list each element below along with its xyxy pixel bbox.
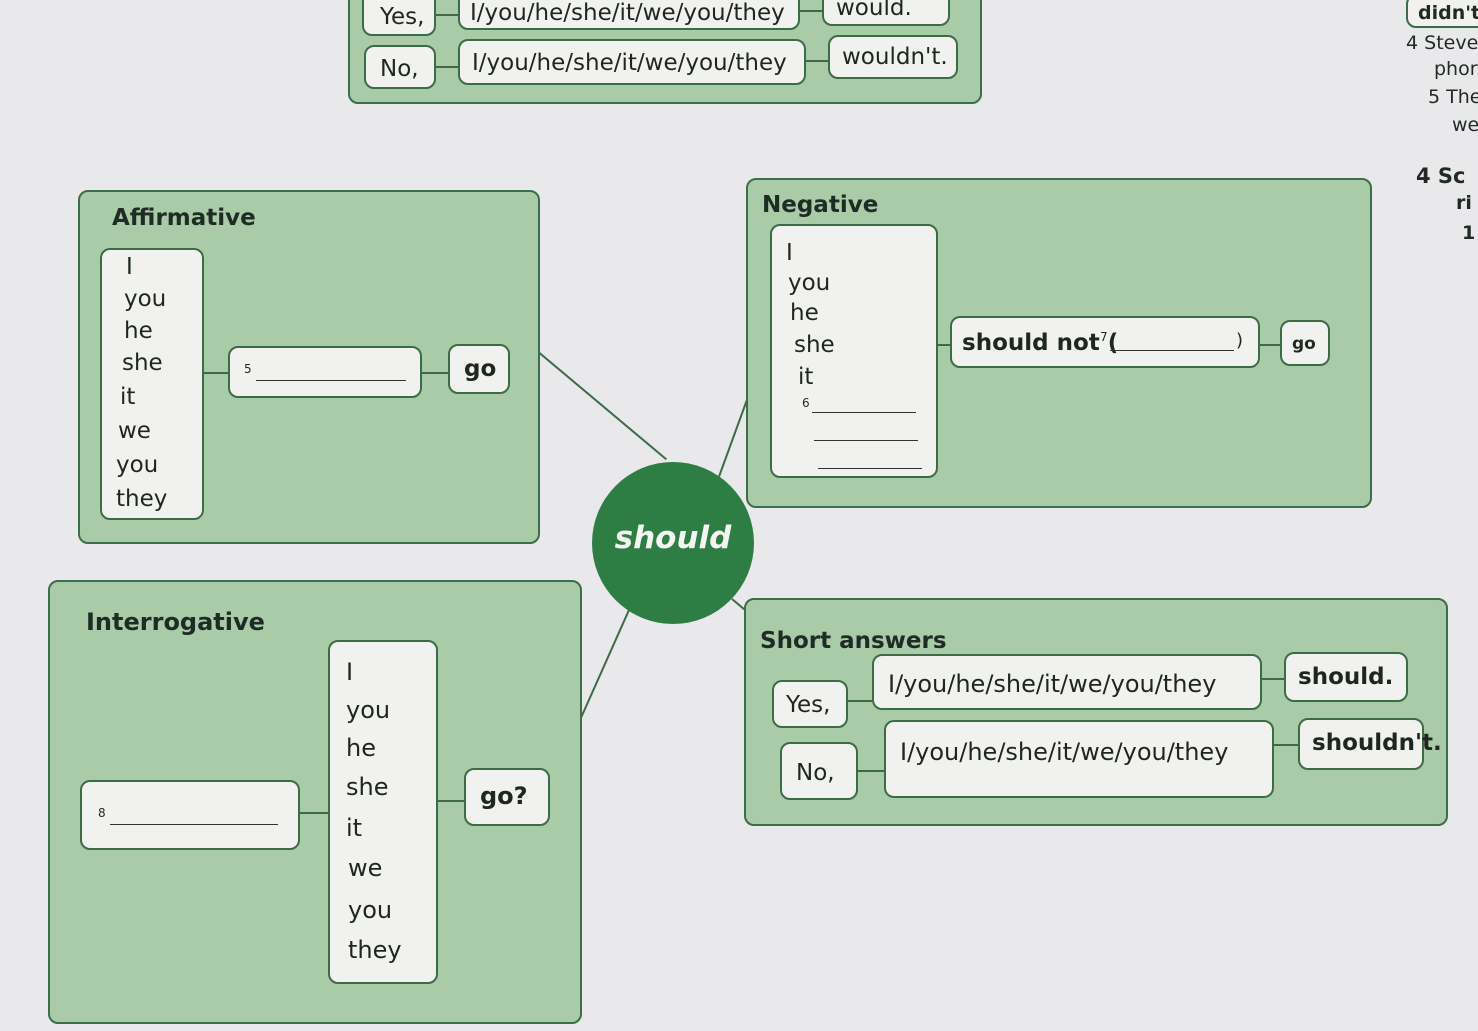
would-pronouns-text: I/you/he/she/it/we/you/they <box>470 0 785 26</box>
connector <box>438 800 466 802</box>
connector <box>300 812 330 814</box>
connector <box>436 14 458 16</box>
should-not-blank-number: 7 <box>1100 330 1108 344</box>
affirmative-pronoun: they <box>116 486 168 512</box>
connector <box>938 344 952 346</box>
connector <box>422 372 448 374</box>
interrogative-verb: go? <box>480 782 528 810</box>
phone-text: phor <box>1434 58 1478 80</box>
negative-pronoun: it <box>798 364 814 390</box>
wouldnt-no-box <box>364 45 436 89</box>
negative-pronoun: he <box>790 300 819 326</box>
short-yes-text: Yes, <box>786 692 831 718</box>
interrogative-answer-box[interactable] <box>80 780 300 850</box>
short-no-text: No, <box>796 760 835 786</box>
affirmative-pronoun-box <box>100 248 204 520</box>
didnt-text: didn't <box>1418 2 1478 24</box>
we-text: we <box>1452 114 1478 136</box>
connector <box>848 700 874 702</box>
affirmative-title: Affirmative <box>112 205 256 231</box>
item-5-text: 5 The <box>1428 86 1478 108</box>
interrogative-pronoun: you <box>346 696 391 724</box>
would-pronouns-box <box>458 0 800 30</box>
affirmative-blank-number: 5 <box>244 362 252 376</box>
should-box <box>1284 652 1408 702</box>
should-not-blank-line[interactable] <box>1110 350 1234 351</box>
connector <box>806 60 828 62</box>
affirmative-answer-box[interactable] <box>228 346 422 398</box>
negative-verb: go <box>1292 334 1316 354</box>
would-yes-box <box>362 0 436 36</box>
connector <box>1262 678 1286 680</box>
negative-verb-box <box>1280 320 1330 366</box>
negative-pronoun: she <box>794 332 835 358</box>
short-no-box <box>780 742 858 800</box>
interrogative-blank-number: 8 <box>98 806 106 820</box>
would-box <box>822 0 950 26</box>
negative-title: Negative <box>762 192 879 218</box>
connector <box>1274 744 1300 746</box>
affirmative-pronoun: he <box>124 318 153 344</box>
connector <box>204 372 228 374</box>
would-yes-text: Yes, <box>380 4 425 30</box>
one-text: 1 <box>1462 222 1476 244</box>
short-answers-title: Short answers <box>760 628 947 654</box>
affirmative-blank-line <box>256 380 406 381</box>
negative-pronoun-box <box>770 224 938 478</box>
affirmative-pronoun: I <box>126 254 133 280</box>
wouldnt-text: wouldn't. <box>842 44 948 70</box>
exercise-4-text: 4 Sc <box>1416 164 1466 188</box>
negative-blank-line[interactable] <box>812 412 916 413</box>
interrogative-pronoun: he <box>346 734 376 762</box>
affirmative-pronoun: you <box>124 286 167 312</box>
wouldnt-box <box>828 35 958 79</box>
connector <box>1260 344 1282 346</box>
negative-pronoun: I <box>786 240 793 266</box>
affirmative-verb: go <box>464 356 497 382</box>
should-not-text: should not ( <box>962 330 1119 356</box>
interrogative-title: Interrogative <box>86 608 265 636</box>
interrogative-blank-line <box>110 824 278 825</box>
shouldnt-text: shouldn't. <box>1312 730 1442 756</box>
didnt-box <box>1406 0 1478 28</box>
interrogative-verb-box <box>464 768 550 826</box>
affirmative-pronoun: it <box>120 384 136 410</box>
should-not-box <box>950 316 1260 368</box>
should-text: should. <box>1298 664 1394 690</box>
interrogative-pronoun: it <box>346 814 363 842</box>
connector <box>800 10 822 12</box>
short-yes-box <box>772 680 848 728</box>
wouldnt-pronouns-box <box>458 39 806 85</box>
item-4-text: 4 Steve <box>1406 32 1478 54</box>
interrogative-pronoun-box <box>328 640 438 984</box>
interrogative-pronoun: she <box>346 773 389 801</box>
shouldnt-box <box>1298 718 1424 770</box>
wouldnt-pronouns-text: I/you/he/she/it/we/you/they <box>472 50 787 76</box>
should-not-close-paren: ) <box>1236 330 1244 351</box>
affirmative-pronoun: she <box>122 350 163 376</box>
wouldnt-no-text: No, <box>380 56 419 82</box>
connector <box>858 770 886 772</box>
should-center-label: should <box>614 520 732 556</box>
short-yes-pronouns-text: I/you/he/she/it/we/you/they <box>888 670 1217 698</box>
affirmative-verb-box <box>448 344 510 394</box>
short-no-pronouns-text: I/you/he/she/it/we/you/they <box>900 738 1229 766</box>
negative-blank-number: 6 <box>802 396 810 410</box>
would-text: would. <box>836 0 912 21</box>
short-yes-pronouns-box <box>872 654 1262 710</box>
interrogative-pronoun: I <box>346 658 354 686</box>
negative-pronoun: you <box>788 270 831 296</box>
affirmative-pronoun: we <box>118 418 151 444</box>
short-no-pronouns-box <box>884 720 1274 798</box>
interrogative-pronoun: you <box>348 896 393 924</box>
interrogative-pronoun: we <box>348 854 383 882</box>
affirmative-pronoun: you <box>116 452 159 478</box>
ri-text: ri <box>1456 192 1472 214</box>
interrogative-pronoun: they <box>348 936 402 964</box>
negative-blank-line[interactable] <box>814 440 918 441</box>
negative-blank-line[interactable] <box>818 468 922 469</box>
connector <box>436 66 458 68</box>
should-center-circle: should <box>592 462 754 624</box>
connector-affirmative <box>529 344 667 461</box>
